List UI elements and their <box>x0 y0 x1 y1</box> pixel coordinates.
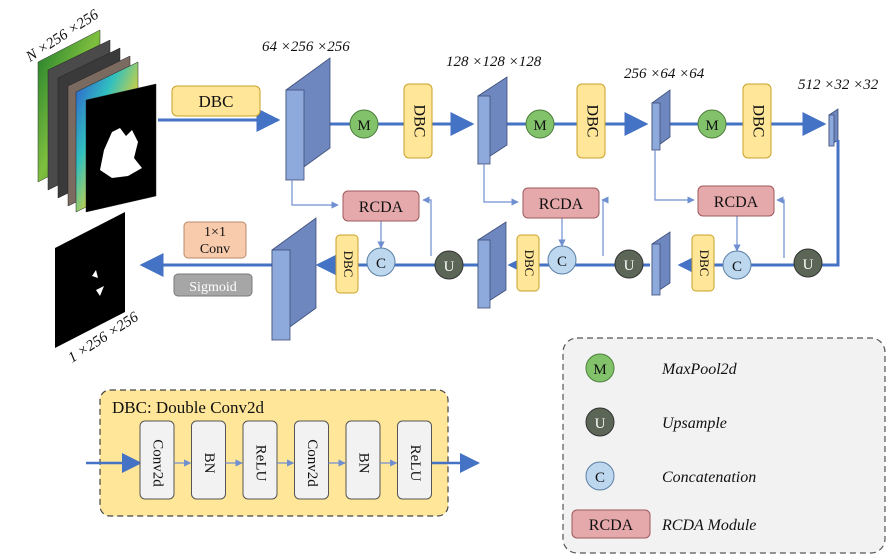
svg-text:1×1: 1×1 <box>204 225 226 240</box>
dbc-detail-panel: DBC: Double Conv2d Conv2d BN ReLU Conv2d BN R… <box>86 389 480 517</box>
svg-text:DBC: DBC <box>410 105 427 138</box>
legend-item-maxpool: M MaxPool2d <box>585 353 738 383</box>
upsample-node-1: U <box>793 248 823 278</box>
svg-text:U: U <box>595 416 606 432</box>
svg-text:M: M <box>593 362 606 378</box>
upsample-node-2: U <box>614 249 644 279</box>
svg-text:Upsample: Upsample <box>662 415 727 432</box>
svg-text:Concatenation: Concatenation <box>662 469 756 486</box>
dbc-chain-label-6: ReLU <box>407 445 423 482</box>
maxpool-node-3: M <box>697 109 727 139</box>
dbc-chain: Conv2d BN ReLU Conv2d BN ReLU <box>139 420 432 500</box>
svg-text:C: C <box>376 256 386 272</box>
dbc-chain-block-2: BN <box>191 420 243 500</box>
svg-text:DBC: DBC <box>522 250 537 277</box>
dbc-chain-label-2: BN <box>201 453 217 474</box>
dbc-block-dec3: DBC <box>335 234 359 294</box>
svg-text:RCDA: RCDA <box>539 196 584 213</box>
legend-item-concatenation: C Concatenation <box>585 461 756 491</box>
decoder-layer-256 <box>651 231 671 296</box>
dbc-block-enc1: DBC <box>403 83 433 159</box>
rcda-block-1: RCDA <box>342 190 420 222</box>
output-image <box>55 212 125 348</box>
decoder-layer-64 <box>271 217 317 341</box>
svg-text:M: M <box>705 118 718 134</box>
dbc-chain-label-5: BN <box>356 453 372 474</box>
svg-text:M: M <box>533 118 546 134</box>
svg-text:MaxPool2d: MaxPool2d <box>661 361 738 378</box>
dbc-block-input: DBC <box>171 85 261 117</box>
dbc-block-enc2: DBC <box>576 83 606 159</box>
encoder-layer-256 <box>651 89 671 151</box>
encoder-layer-128 <box>477 76 508 165</box>
svg-text:M: M <box>357 118 370 134</box>
concat-node-3: C <box>366 247 396 277</box>
maxpool-node-2: M <box>525 109 555 139</box>
concat-node-2: C <box>547 245 577 275</box>
svg-text:U: U <box>444 259 455 275</box>
svg-text:DBC: DBC <box>697 250 712 277</box>
dbc-block-dec2: DBC <box>516 234 540 292</box>
svg-text:RCDA: RCDA <box>714 194 759 211</box>
dbc-block-enc3: DBC <box>742 83 772 159</box>
dbc-panel-title: DBC: Double Conv2d <box>112 398 265 417</box>
dbc-block-dec1: DBC <box>691 234 715 292</box>
svg-text:DBC: DBC <box>341 251 356 278</box>
dbc-chain-block-5: BN <box>345 420 398 500</box>
svg-text:U: U <box>624 258 635 274</box>
svg-text:U: U <box>803 257 814 273</box>
svg-text:C: C <box>732 259 742 275</box>
concat-node-1: C <box>722 250 752 280</box>
svg-text:Sigmoid: Sigmoid <box>189 280 236 295</box>
encoder-layer-64 <box>285 57 331 181</box>
dbc-chain-label-1: Conv2d <box>150 439 166 487</box>
svg-text:C: C <box>557 254 567 270</box>
maxpool-node-1: M <box>349 109 379 139</box>
legend-panel: M MaxPool2d U Upsample C Concatenation R… <box>562 337 886 554</box>
dbc-chain-label-3: ReLU <box>253 445 269 482</box>
conv1x1-block: 1×1 Conv <box>183 221 247 259</box>
enc1-dims: 64 ×256 ×256 <box>262 39 350 55</box>
upsample-node-3: U <box>434 250 464 280</box>
svg-text:DBC: DBC <box>199 92 234 111</box>
svg-text:DBC: DBC <box>749 105 766 138</box>
sigmoid-block: Sigmoid <box>173 273 253 297</box>
rcda-block-2: RCDA <box>522 187 600 219</box>
svg-text:C: C <box>595 470 605 486</box>
svg-text:RCDA Module: RCDA Module <box>661 517 756 534</box>
legend-item-rcda: RCDA RCDA Module <box>571 509 756 539</box>
enc3-dims: 256 ×64 ×64 <box>624 66 705 82</box>
enc2-dims: 128 ×128 ×128 <box>446 54 542 70</box>
svg-text:DBC: DBC <box>583 105 600 138</box>
bottleneck-dims: 512 ×32 ×32 <box>798 77 879 93</box>
dbc-chain-block-6: ReLU <box>397 420 432 500</box>
skip-connections <box>291 150 785 258</box>
input-image-stack <box>37 29 157 213</box>
svg-text:Conv: Conv <box>200 242 230 257</box>
dbc-chain-block-3: ReLU <box>242 420 295 500</box>
decoder-layer-128 <box>477 221 507 309</box>
rcda-block-3: RCDA <box>697 185 775 217</box>
dbc-chain-label-4: Conv2d <box>304 439 320 487</box>
legend-item-upsample: U Upsample <box>585 407 727 437</box>
dbc-chain-block-4: Conv2d <box>294 420 346 500</box>
svg-text:RCDA: RCDA <box>359 199 404 216</box>
dbc-chain-block-1: Conv2d <box>139 420 192 500</box>
svg-text:RCDA: RCDA <box>589 517 634 534</box>
